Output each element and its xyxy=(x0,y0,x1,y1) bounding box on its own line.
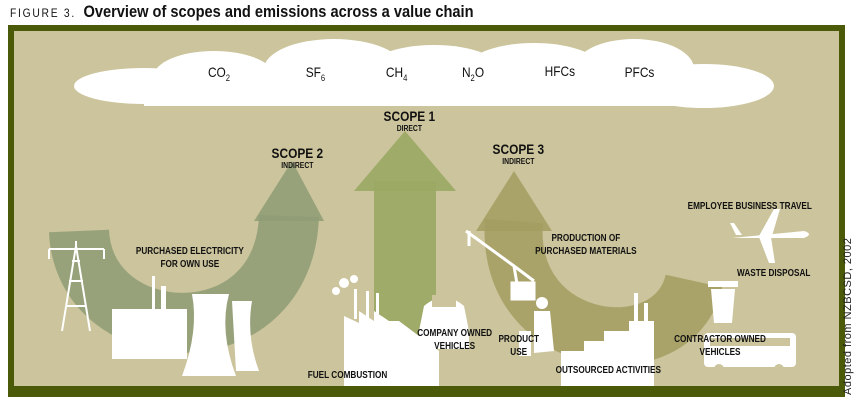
figure-label: FIGURE 3. xyxy=(10,6,76,20)
label-fuel-combustion: FUEL COMBUSTION xyxy=(307,370,388,381)
factory-icon xyxy=(332,275,439,386)
car-icon xyxy=(419,295,469,349)
bus-icon xyxy=(704,333,796,374)
crane-icon xyxy=(465,229,536,301)
gas-ch4: CH4 xyxy=(385,64,408,83)
gas-n2o: N2O xyxy=(461,64,485,83)
label-waste-disposal: WASTE DISPOSAL xyxy=(737,268,811,279)
emissions-cloud xyxy=(74,39,774,108)
source-credit: Adopted from NZBCSD, 2002 xyxy=(842,237,854,395)
figure-title: FIGURE 3. Overview of scopes and emissio… xyxy=(10,2,474,22)
label-employee-travel: EMPLOYEE BUSINESS TRAVEL xyxy=(687,201,812,212)
trash-can-icon xyxy=(708,281,738,323)
gas-co2: CO2 xyxy=(207,64,231,83)
airplane-icon xyxy=(730,209,809,263)
power-plant-icon xyxy=(112,276,259,376)
figure-title-text: Overview of scopes and emissions across … xyxy=(83,2,474,21)
outsourced-buildings-icon xyxy=(561,293,654,386)
scope3-arrow xyxy=(476,171,723,366)
gas-pfcs: PFCs xyxy=(624,64,655,80)
person-fueling-icon xyxy=(519,297,554,356)
diagram-art xyxy=(48,39,809,386)
power-pylon-icon xyxy=(48,241,105,332)
gas-sf6: SF6 xyxy=(305,64,326,83)
gas-hfcs: HFCs xyxy=(544,63,576,79)
label-outsourced-activities: OUTSOURCED ACTIVITIES xyxy=(555,365,661,376)
